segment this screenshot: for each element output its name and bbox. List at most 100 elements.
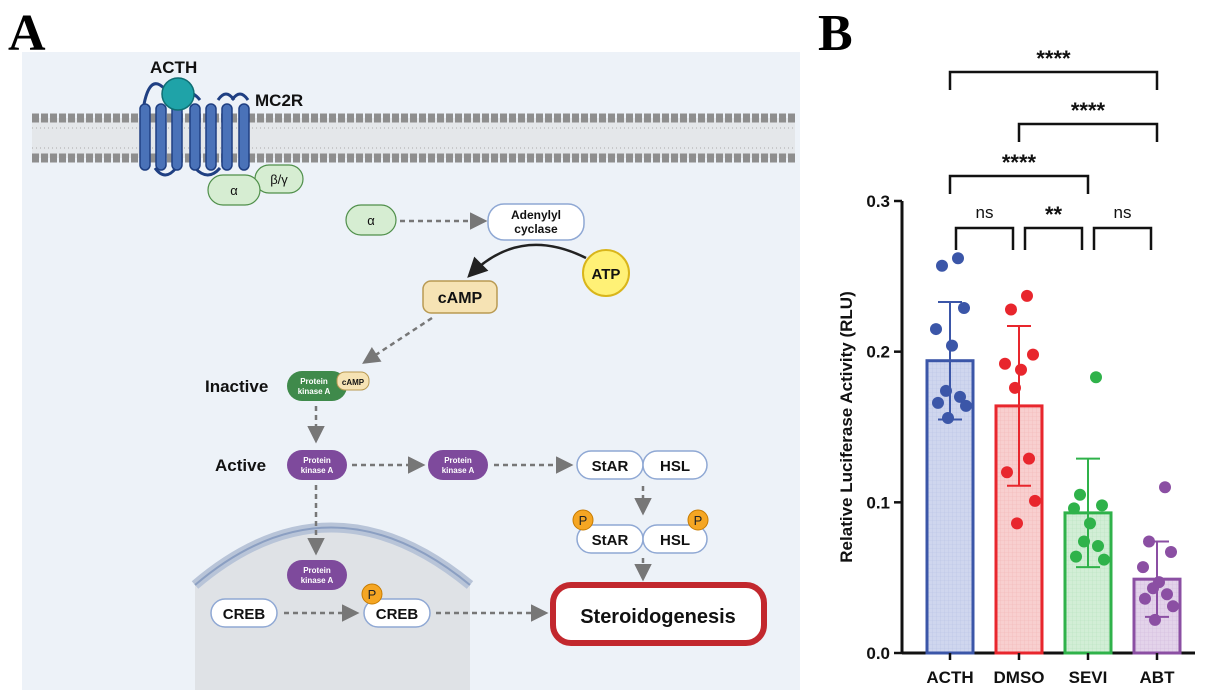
data-point-abt <box>1159 481 1171 494</box>
pka-inactive-label-2: kinase A <box>298 387 331 396</box>
creb-label: CREB <box>223 606 266 623</box>
y-tick-label: 0.0 <box>866 644 890 663</box>
creb-phospho-label: P <box>368 587 377 602</box>
data-point-dmso <box>1001 466 1013 479</box>
data-point-abt <box>1167 600 1179 613</box>
data-point-abt <box>1165 546 1177 559</box>
steroidogenesis-label: Steroidogenesis <box>580 606 736 628</box>
star-phospho-icon <box>572 509 594 531</box>
hsl-p-label: HSL <box>660 532 690 549</box>
pka-cyto-label-1: Protein <box>444 456 472 465</box>
data-point-dmso <box>1011 517 1023 530</box>
y-tick-label: 0.3 <box>866 192 890 211</box>
nucleus <box>191 522 474 690</box>
camp-node <box>422 280 498 314</box>
hsl-p-node <box>642 524 708 554</box>
data-point-sevi <box>1068 502 1080 515</box>
data-point-abt <box>1137 561 1149 574</box>
steroidogenesis-box <box>550 582 767 646</box>
x-tick-label-abt: ABT <box>1140 668 1176 687</box>
significance-bracket <box>1017 122 1159 142</box>
data-point-dmso <box>999 357 1011 370</box>
data-point-sevi <box>1078 535 1090 548</box>
atp-node <box>582 249 630 297</box>
data-point-acth <box>940 384 952 397</box>
hsl-phospho-label: P <box>694 513 703 528</box>
data-point-acth <box>946 339 958 352</box>
pka-nuclear <box>287 560 347 590</box>
creb-node <box>210 598 278 628</box>
significance-label: ns <box>1114 203 1132 222</box>
g-alpha-label: α <box>230 183 238 198</box>
data-point-dmso <box>1021 289 1033 302</box>
significance-label: ** <box>1045 202 1063 227</box>
data-point-sevi <box>1084 517 1096 530</box>
pka-cyto-label-2: kinase A <box>442 466 475 475</box>
data-point-sevi <box>1092 540 1104 553</box>
pka-inactive-label-1: Protein <box>300 377 328 386</box>
star-p-label: StAR <box>592 532 629 549</box>
pka-active-label-1: Protein <box>303 456 331 465</box>
data-point-abt <box>1161 588 1173 601</box>
significance-label: **** <box>1036 46 1071 71</box>
ac-label-2: cyclase <box>514 222 558 236</box>
panel-b-letter: B <box>818 5 853 62</box>
creb-p-node <box>363 598 431 628</box>
alpha-subunit <box>345 204 397 236</box>
significance-label: ns <box>976 203 994 222</box>
pka-nuc-label-1: Protein <box>303 566 331 575</box>
x-tick-label-dmso: DMSO <box>994 668 1045 687</box>
data-point-acth <box>942 411 954 424</box>
significance-label: **** <box>1071 98 1106 123</box>
data-point-dmso <box>1015 363 1027 376</box>
x-tick-label-acth: ACTH <box>926 668 973 687</box>
data-point-sevi <box>1096 499 1108 512</box>
acth-ligand <box>161 77 195 111</box>
acth-label: ACTH <box>150 58 197 77</box>
data-point-dmso <box>1029 494 1041 507</box>
data-point-abt <box>1143 535 1155 548</box>
y-axis-label: Relative Luciferase Activity (RLU) <box>837 291 856 562</box>
significance-bracket <box>1023 226 1084 250</box>
significance-bracket <box>954 226 1015 250</box>
data-point-sevi <box>1098 553 1110 566</box>
data-point-sevi <box>1074 488 1086 501</box>
y-tick-label: 0.1 <box>866 493 890 512</box>
hsl-node <box>642 450 708 480</box>
significance-bracket <box>1092 226 1153 250</box>
data-point-acth <box>930 323 942 336</box>
camp-small <box>336 371 370 391</box>
x-tick-label-sevi: SEVI <box>1069 668 1108 687</box>
data-point-acth <box>932 396 944 409</box>
star-phospho-label: P <box>579 513 588 528</box>
data-point-acth <box>936 259 948 272</box>
camp-small-label: cAMP <box>342 378 365 387</box>
data-point-abt <box>1149 613 1161 626</box>
g-protein: β/γ α <box>207 164 304 206</box>
pka-inactive <box>287 371 347 401</box>
data-point-dmso <box>1027 348 1039 361</box>
hsl-phospho-icon <box>687 509 709 531</box>
pka-active-label-2: kinase A <box>301 466 334 475</box>
data-point-abt <box>1147 582 1159 595</box>
atp-label: ATP <box>592 266 621 283</box>
data-point-acth <box>952 252 964 265</box>
data-point-dmso <box>1023 452 1035 465</box>
data-point-sevi <box>1070 550 1082 563</box>
mc2r-label: MC2R <box>255 91 303 110</box>
adenylyl-cyclase <box>487 203 585 241</box>
data-point-sevi <box>1090 371 1102 384</box>
g-betagamma-label: β/γ <box>270 172 288 187</box>
creb-p-label: CREB <box>376 606 419 623</box>
data-point-acth <box>954 390 966 403</box>
data-point-acth <box>960 399 972 412</box>
inactive-label: Inactive <box>205 377 268 396</box>
mc2r-receptor <box>139 82 250 177</box>
camp-to-pka-arrow <box>362 316 433 364</box>
hsl-label: HSL <box>660 458 690 475</box>
star-label: StAR <box>592 458 629 475</box>
data-point-dmso <box>1009 381 1021 394</box>
pka-active <box>287 450 347 480</box>
